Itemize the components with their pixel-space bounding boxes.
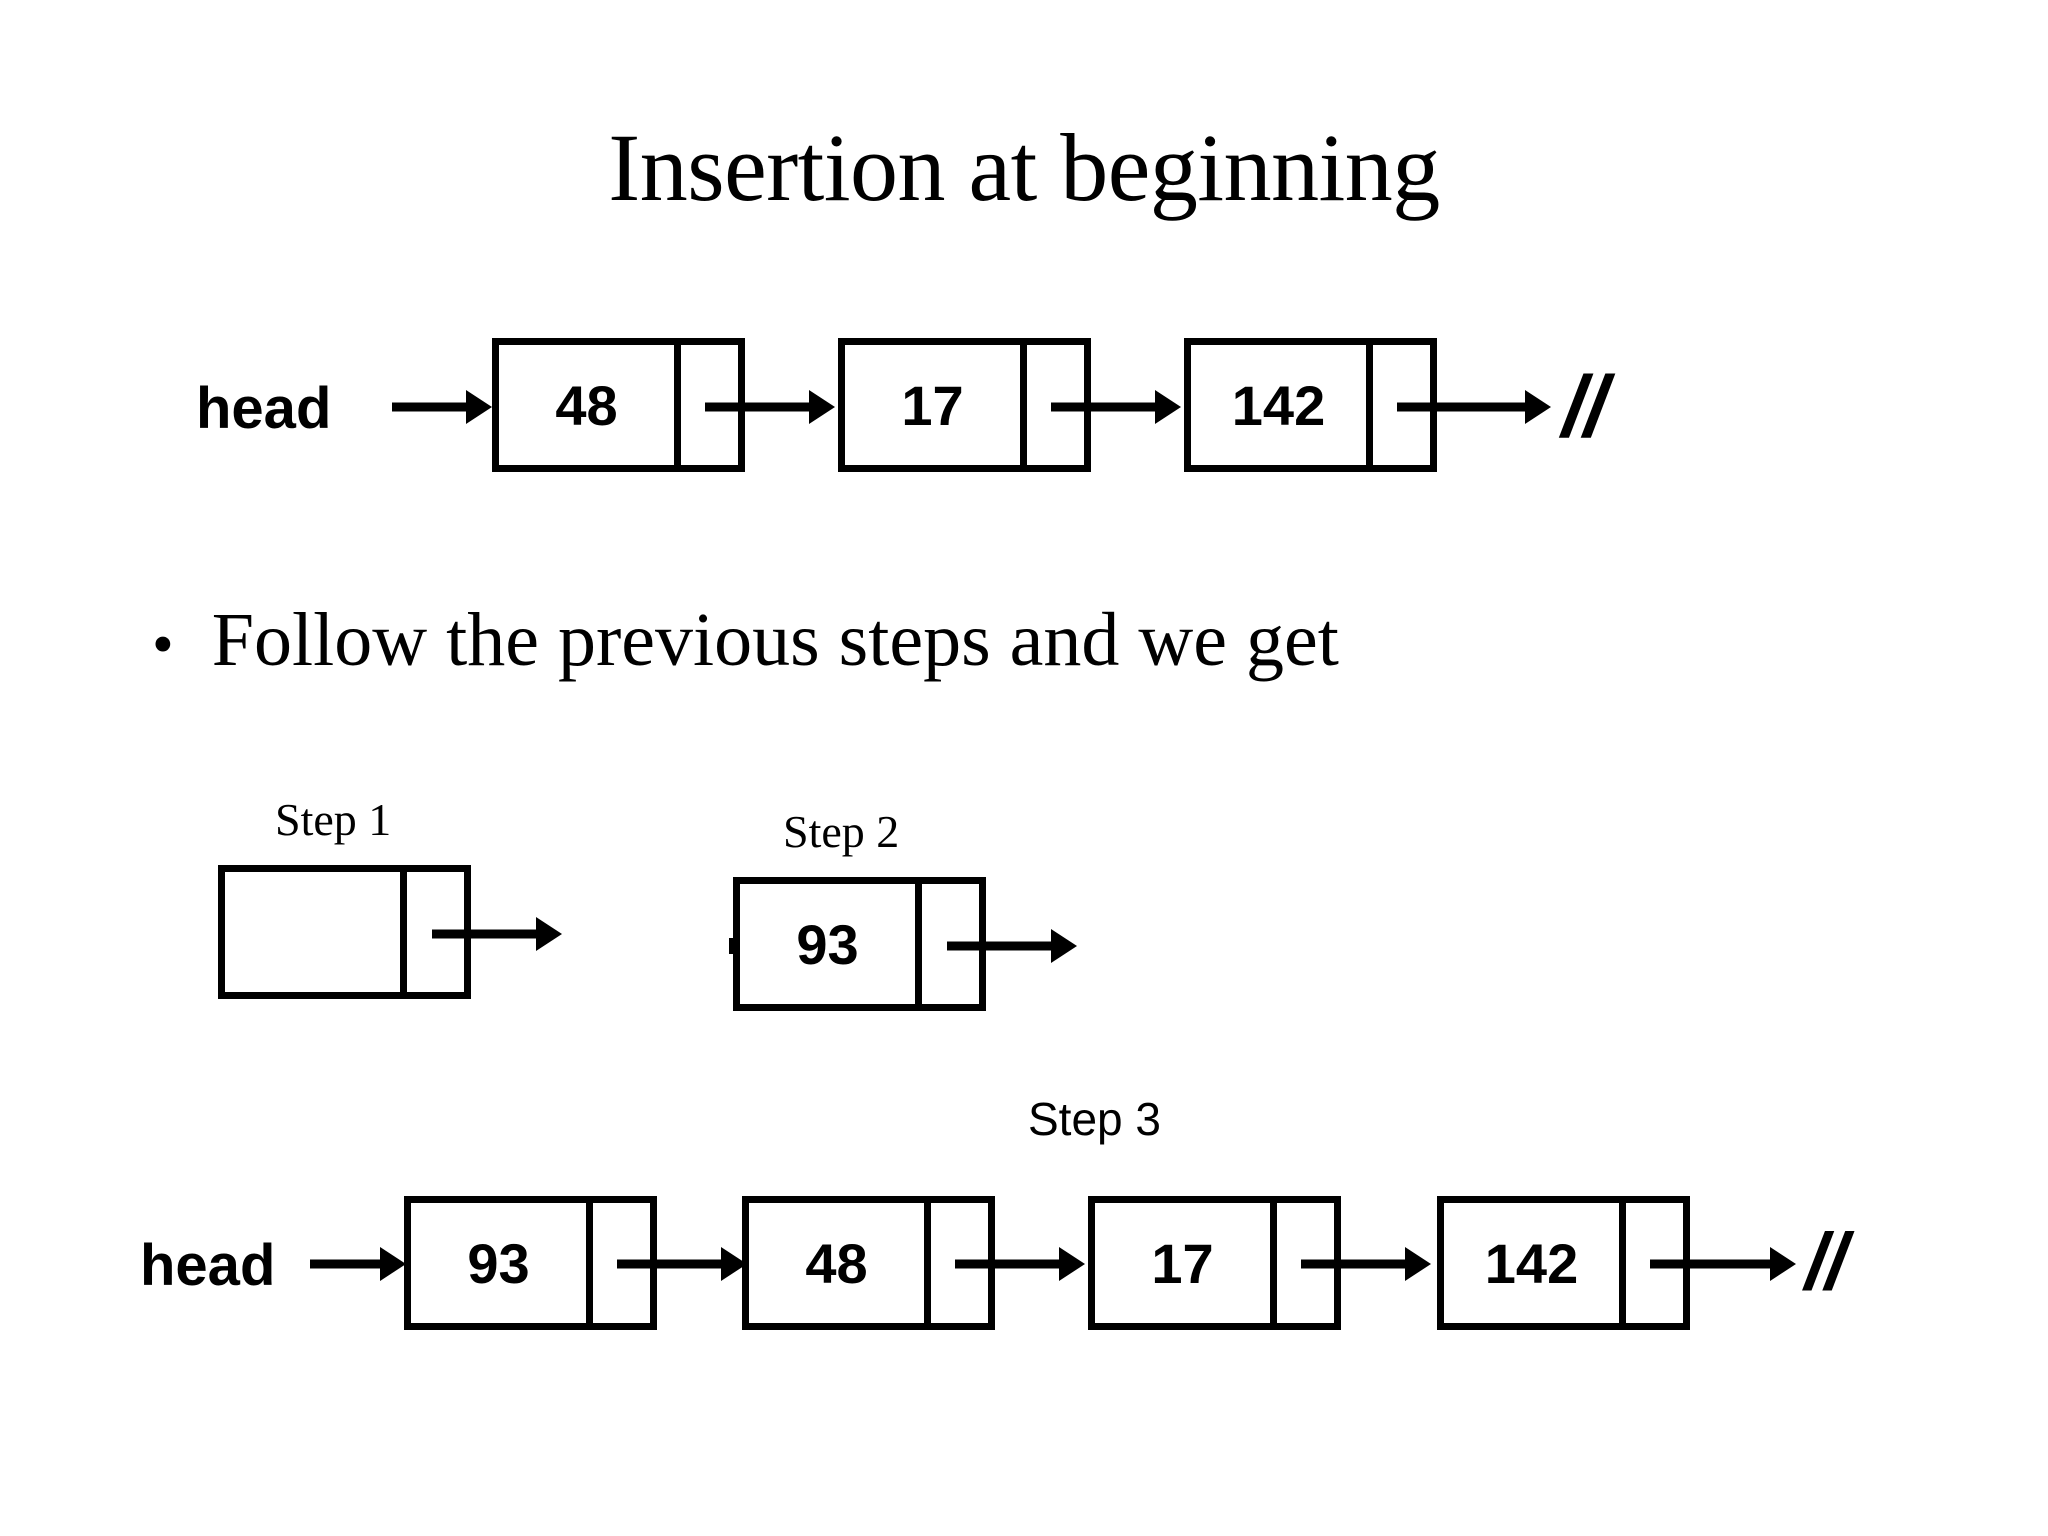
node-value-bottom-3: 142: [1444, 1203, 1626, 1323]
bullet-text: Follow the previous steps and we get: [211, 598, 1339, 682]
list-node-step-1: [218, 865, 471, 999]
node-value-bottom-1: 48: [749, 1203, 931, 1323]
node-value-top-0: 48: [499, 345, 681, 465]
linked-list-diagram-original: head 48 17 142 //: [0, 0, 2048, 520]
head-pointer-label-top: head: [196, 376, 332, 441]
node-value-step-2: 93: [740, 884, 922, 1004]
list-node-bottom-2: 17: [1088, 1196, 1341, 1330]
node-value-top-2: 142: [1191, 345, 1373, 465]
list-node-bottom-3: 142: [1437, 1196, 1690, 1330]
list-node-top-1: 17: [838, 338, 1091, 472]
list-node-top-2: 142: [1184, 338, 1437, 472]
page-title: Insertion at beginning: [608, 114, 1440, 221]
step-3-caption: Step 3: [1028, 1093, 1161, 1145]
null-terminator-top: //: [1562, 359, 1608, 455]
null-terminator-bottom: //: [1805, 1217, 1847, 1306]
step-2-caption: Step 2: [783, 806, 900, 857]
step-2-diagram: Step 2 93: [0, 0, 1100, 1100]
node-value-bottom-2: 17: [1095, 1203, 1277, 1323]
bullet-marker: •: [152, 611, 174, 679]
node-value-step-1: [225, 872, 407, 992]
step-1-diagram: Step 1: [0, 0, 700, 1100]
node-value-top-1: 17: [845, 345, 1027, 465]
step-1-caption: Step 1: [275, 794, 392, 845]
list-node-bottom-1: 48: [742, 1196, 995, 1330]
bullet-line: • Follow the previous steps and we get: [152, 602, 1339, 678]
head-pointer-label-bottom: head: [140, 1233, 276, 1298]
node-value-bottom-0: 93: [411, 1203, 593, 1323]
list-node-step-2: 93: [733, 877, 986, 1011]
